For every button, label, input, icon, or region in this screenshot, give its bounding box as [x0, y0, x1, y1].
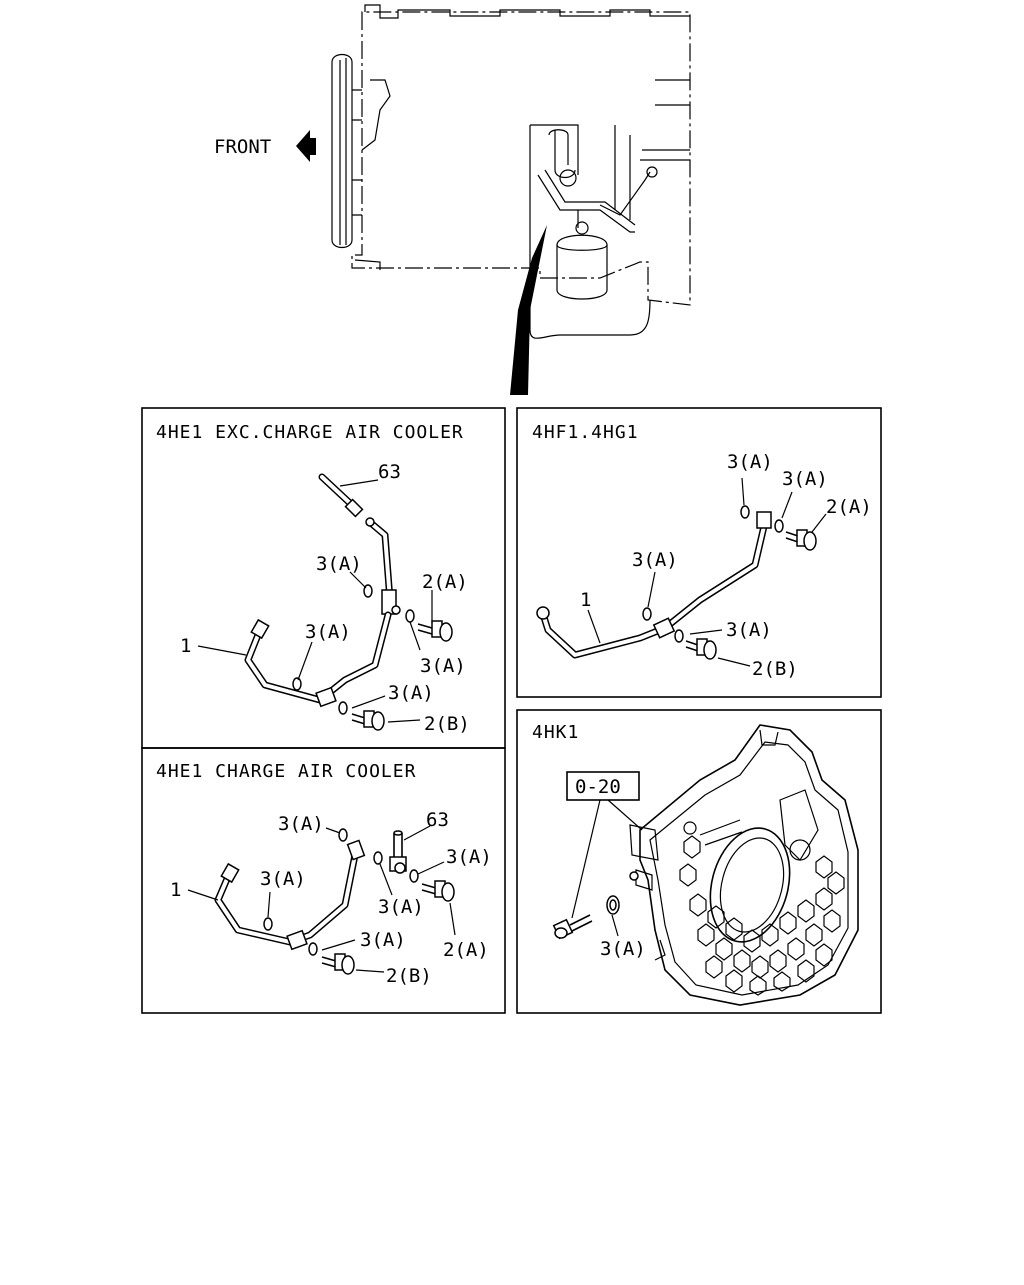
- panel-4he1-cac-frame: [141, 747, 506, 1014]
- panel-title: 4HE1 CHARGE AIR COOLER: [156, 761, 416, 782]
- callout-3a: 3(A): [388, 682, 434, 704]
- panel-title: 4HF1.4HG1: [532, 422, 639, 443]
- bolt-icon: [552, 914, 593, 940]
- bolt-icon: [417, 620, 453, 642]
- callout-1: 1: [180, 635, 191, 657]
- washer-icon: [308, 942, 318, 956]
- panel-4hk1-frame: [516, 709, 882, 1014]
- bolt-icon: [785, 529, 817, 551]
- washer-icon: [740, 505, 750, 519]
- callout-3a: 3(A): [726, 619, 772, 641]
- callout-3a: 3(A): [360, 929, 406, 951]
- callout-3a: 3(A): [632, 549, 678, 571]
- callout-3a: 3(A): [727, 451, 773, 473]
- callout-2a: 2(A): [826, 496, 872, 518]
- torque-box: [566, 771, 640, 801]
- callout-1: 1: [580, 589, 591, 611]
- panel-4he1-exc: 4HE1 EXC.CHARGE AIR COOLER: [156, 422, 470, 735]
- callout-63: 63: [378, 461, 401, 483]
- washer-icon: [373, 851, 383, 865]
- callout-3a: 3(A): [305, 621, 351, 643]
- callout-2a: 2(A): [443, 939, 489, 961]
- detail-leader: [510, 225, 547, 395]
- callout-3a: 3(A): [316, 553, 362, 575]
- callout-2a: 2(A): [422, 571, 468, 593]
- callout-2b: 2(B): [386, 965, 432, 987]
- callout-3a: 3(A): [260, 868, 306, 890]
- callout-2b: 2(B): [752, 658, 798, 680]
- panel-4hk1: 4HK1 0-20: [532, 722, 859, 1006]
- washer-icon: [642, 607, 652, 621]
- bolt-icon: [321, 953, 355, 975]
- panel-4he1-cac: 4HE1 CHARGE AIR COOLER: [156, 761, 492, 987]
- panel-title: 4HK1: [532, 722, 579, 743]
- panel-4hf1-4hg1: 4HF1.4HG1 3(A) 3(A) 2(A): [532, 422, 872, 680]
- panel-title: 4HE1 EXC.CHARGE AIR COOLER: [156, 422, 464, 443]
- callout-63: 63: [426, 809, 449, 831]
- washer-icon: [774, 519, 784, 533]
- washer-icon: [338, 828, 348, 842]
- callout-3a: 3(A): [420, 655, 466, 677]
- callout-3a: 3(A): [782, 468, 828, 490]
- bolt-icon: [685, 638, 717, 660]
- callout-2b: 2(B): [424, 713, 470, 735]
- washer-icon: [338, 701, 348, 715]
- washer-icon: [263, 917, 273, 931]
- callout-3a: 3(A): [278, 813, 324, 835]
- washer-icon: [405, 609, 415, 623]
- bolt-icon: [351, 710, 385, 731]
- front-arrow-icon: [296, 130, 316, 162]
- callout-3a: 3(A): [378, 896, 424, 918]
- callout-3a: 3(A): [446, 846, 492, 868]
- callout-3a: 3(A): [600, 938, 646, 960]
- bolt-icon: [421, 880, 455, 902]
- front-label: FRONT: [214, 136, 271, 158]
- callout-1: 1: [170, 879, 181, 901]
- callout-torque: 0-20: [575, 776, 621, 798]
- flywheel-housing: [629, 724, 859, 1006]
- washer-icon: [409, 869, 419, 883]
- washer-icon: [674, 629, 684, 643]
- engine-overview: FRONT: [214, 4, 691, 395]
- washer-icon: [292, 677, 302, 691]
- panel-4hf1-frame: [516, 407, 882, 698]
